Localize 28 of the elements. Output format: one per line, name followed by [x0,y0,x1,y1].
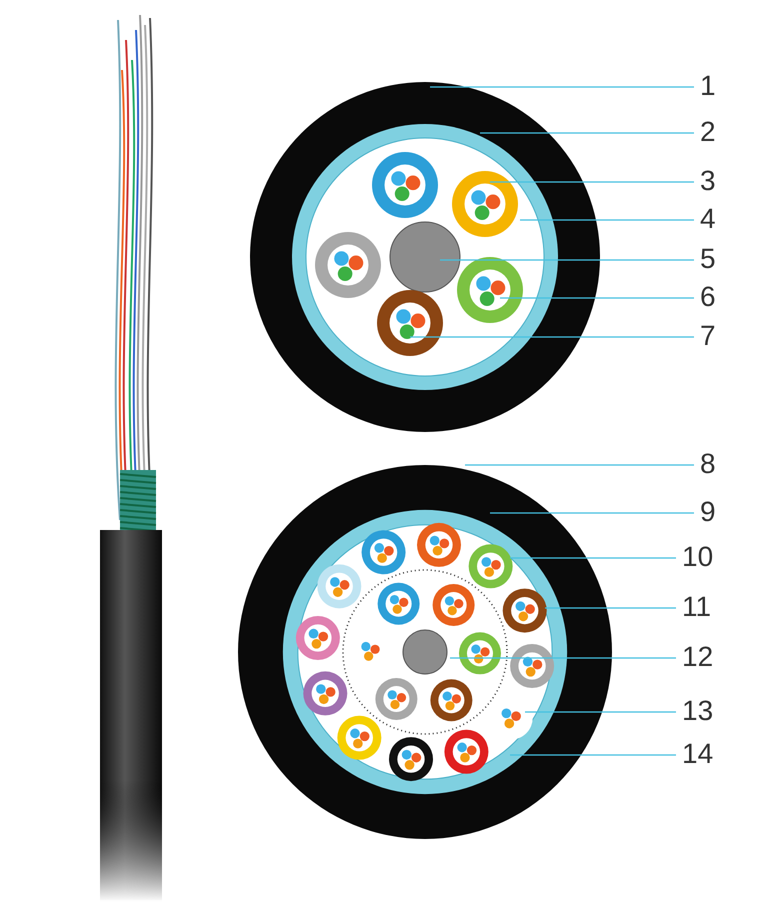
callout-number: 12 [682,641,714,673]
leader-line [545,607,676,609]
callout-number: 11 [682,591,712,623]
leader-line [430,86,694,88]
leader-line [490,181,694,183]
callout-number: 10 [682,541,714,573]
leader-line [440,259,694,261]
callout-number: 5 [700,243,716,275]
leader-line [465,464,694,466]
callout-number: 6 [700,281,716,313]
callout-number: 9 [700,496,716,528]
callout-number: 4 [700,203,716,235]
leader-line [525,711,676,713]
leader-line [500,297,694,299]
callout-number: 13 [682,695,714,727]
leader-line [450,657,676,659]
leader-line [520,219,694,221]
callout-number: 3 [700,165,716,197]
callout-number: 7 [700,320,716,352]
leader-line [410,336,694,338]
callout-number: 8 [700,448,716,480]
leader-line [490,512,694,514]
leader-line [510,557,676,559]
leader-line [480,132,694,134]
leader-line [510,754,676,756]
callout-number: 2 [700,116,716,148]
callout-number: 14 [682,738,714,770]
callout-number: 1 [700,70,716,102]
